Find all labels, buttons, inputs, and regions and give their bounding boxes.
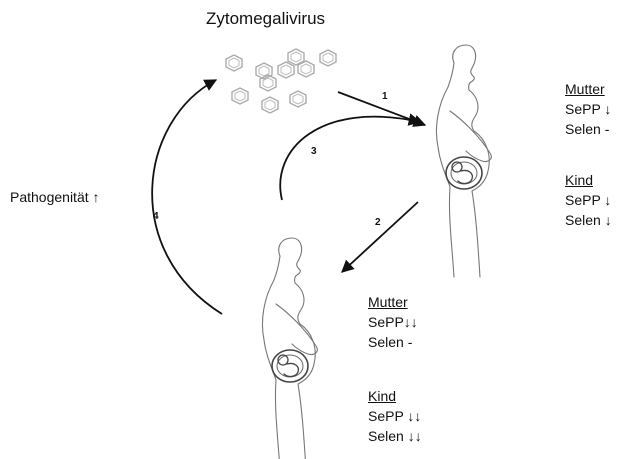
virus-particle-icon: [298, 61, 314, 77]
woman2-mother-heading: Mutter: [368, 293, 408, 312]
pathogenicity-label: Pathogenität ↑: [10, 188, 100, 207]
virus-cluster: [226, 49, 336, 113]
step-label-2: 2: [375, 213, 381, 232]
step-label-4: 4: [153, 207, 159, 226]
woman2-child-selen: Selen ↓↓: [368, 427, 422, 446]
virus-particle-icon: [232, 88, 248, 104]
step-label-3: 3: [311, 142, 317, 161]
pregnant-woman-icon-1: [436, 45, 491, 277]
woman2-child-sepp: SePP ↓↓: [368, 407, 421, 426]
diagram-title: Zytomegalivirus: [206, 9, 325, 29]
woman1-mother-heading: Mutter: [565, 80, 605, 99]
woman1-mother-selen: Selen -: [565, 120, 609, 139]
woman2-mother-selen: Selen -: [368, 333, 412, 352]
virus-particle-icon: [320, 50, 336, 66]
woman1-child-heading: Kind: [565, 171, 593, 190]
woman2-mother-sepp: SePP↓↓: [368, 313, 418, 332]
virus-particle-icon: [226, 55, 242, 71]
woman1-mother-sepp: SePP ↓: [565, 100, 611, 119]
virus-particle-icon: [278, 62, 294, 78]
arrow-3: [280, 117, 420, 200]
arrow-4: [152, 80, 222, 314]
woman1-child-selen: Selen ↓: [565, 211, 612, 230]
woman1-child-sepp: SePP ↓: [565, 191, 611, 210]
step-label-1: 1: [382, 87, 388, 106]
woman2-child-heading: Kind: [368, 387, 396, 406]
pregnant-woman-icon-2: [262, 238, 317, 459]
virus-particle-icon: [290, 91, 306, 107]
virus-particle-icon: [262, 97, 278, 113]
